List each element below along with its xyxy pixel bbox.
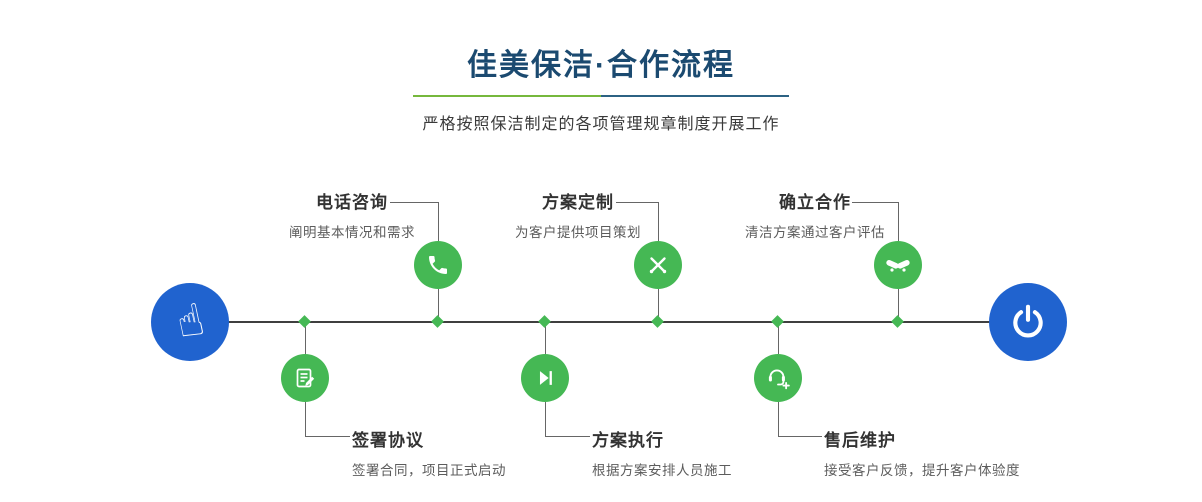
connector-line bbox=[545, 436, 590, 437]
step-title: 方案执行 bbox=[592, 431, 664, 450]
timeline-line bbox=[188, 321, 1032, 323]
phone-icon bbox=[429, 256, 447, 274]
step-desc: 阐明基本情况和需求 bbox=[289, 225, 415, 240]
connector-line bbox=[658, 289, 659, 322]
step-6-node bbox=[754, 354, 802, 402]
step-3-label: 确立合作 清洁方案通过客户评估 bbox=[705, 188, 925, 241]
customer-service-icon bbox=[768, 369, 790, 390]
timeline-diamond bbox=[298, 315, 311, 328]
step-title: 电话咨询 bbox=[316, 193, 388, 212]
connector-line bbox=[390, 202, 438, 203]
connector-line bbox=[778, 322, 779, 354]
step-2-node bbox=[634, 241, 682, 289]
timeline-end-node bbox=[989, 283, 1067, 361]
timeline-diamond bbox=[431, 315, 444, 328]
step-desc: 根据方案安排人员施工 bbox=[592, 463, 732, 478]
divider-green-segment bbox=[413, 95, 601, 97]
connector-line bbox=[545, 402, 546, 436]
timeline-diamond bbox=[771, 315, 784, 328]
step-title: 售后维护 bbox=[824, 431, 896, 450]
step-4-node bbox=[281, 354, 329, 402]
page-title: 佳美保洁·合作流程 bbox=[467, 49, 735, 82]
timeline-start-node: ☝ bbox=[151, 283, 229, 361]
connector-line bbox=[898, 289, 899, 322]
divider-blue-segment bbox=[601, 95, 789, 97]
step-5-node bbox=[521, 354, 569, 402]
connector-line bbox=[898, 202, 899, 241]
timeline-diamond bbox=[651, 315, 664, 328]
step-desc: 接受客户反馈，提升客户体验度 bbox=[824, 463, 1020, 478]
step-4-label: 签署协议 签署合同，项目正式启动 bbox=[352, 426, 612, 479]
step-1-label: 电话咨询 阐明基本情况和需求 bbox=[242, 188, 462, 241]
step-title: 确立合作 bbox=[779, 193, 851, 212]
play-execute-icon bbox=[539, 371, 552, 385]
step-desc: 为客户提供项目策划 bbox=[515, 225, 641, 240]
connector-line bbox=[616, 202, 658, 203]
step-desc: 签署合同，项目正式启动 bbox=[352, 463, 506, 478]
step-title: 方案定制 bbox=[542, 193, 614, 212]
connector-line bbox=[438, 202, 439, 241]
connector-line bbox=[305, 436, 350, 437]
title-divider bbox=[413, 95, 789, 97]
step-desc: 清洁方案通过客户评估 bbox=[745, 225, 885, 240]
connector-line bbox=[778, 436, 822, 437]
step-6-label: 售后维护 接受客户反馈，提升客户体验度 bbox=[824, 426, 1084, 479]
connector-line bbox=[305, 402, 306, 436]
connector-line bbox=[545, 322, 546, 354]
handshake-icon bbox=[886, 259, 910, 272]
connector-line bbox=[778, 402, 779, 436]
connector-line bbox=[438, 289, 439, 322]
step-3-node bbox=[874, 241, 922, 289]
pointing-hand-icon: ☝ bbox=[171, 294, 209, 349]
pen-tools-icon bbox=[649, 257, 667, 274]
contract-sign-icon bbox=[296, 368, 315, 388]
connector-line bbox=[658, 202, 659, 241]
page-subtitle: 严格按照保洁制定的各项管理规章制度开展工作 bbox=[422, 116, 780, 133]
power-icon bbox=[1013, 304, 1043, 338]
connector-line bbox=[852, 202, 898, 203]
step-title: 签署协议 bbox=[352, 431, 424, 450]
step-2-label: 方案定制 为客户提供项目策划 bbox=[468, 188, 688, 241]
step-1-node bbox=[414, 241, 462, 289]
connector-line bbox=[305, 322, 306, 354]
timeline-diamond bbox=[891, 315, 904, 328]
step-5-label: 方案执行 根据方案安排人员施工 bbox=[592, 426, 852, 479]
timeline-diamond bbox=[538, 315, 551, 328]
